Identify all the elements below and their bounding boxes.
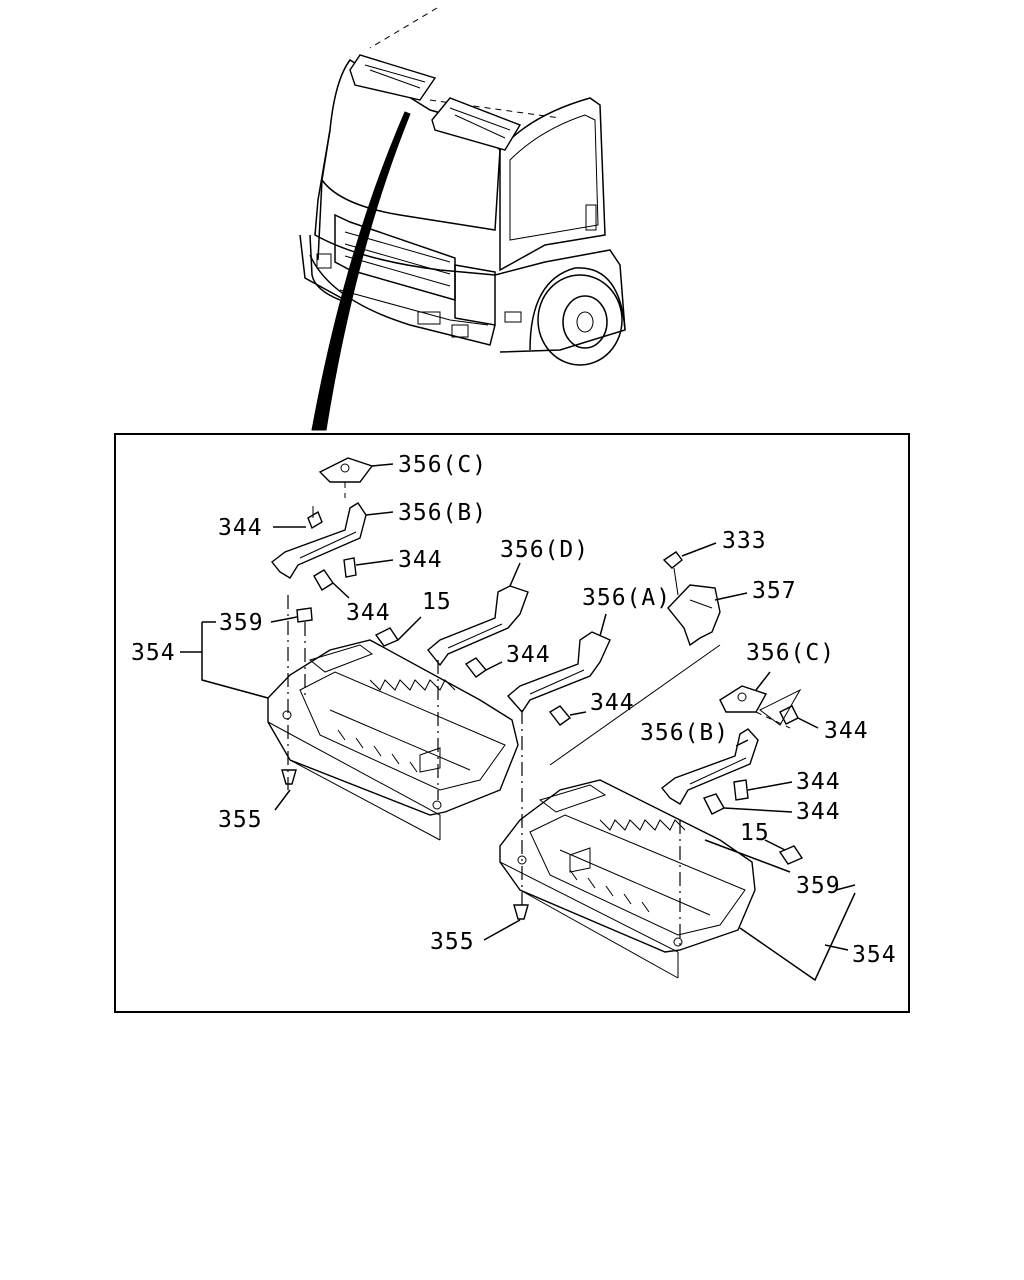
cover-357-shape (667, 584, 721, 647)
bolt-344-a-shape (307, 510, 323, 530)
label-344-c: 344 (346, 600, 391, 626)
label-344-a: 344 (218, 515, 263, 541)
fastener-15-right-shape (778, 845, 804, 865)
label-344-g: 344 (796, 769, 841, 795)
bolt-344-c-shape (313, 569, 334, 591)
label-15-right: 15 (740, 820, 770, 846)
bracket-356c-top-shape (318, 457, 374, 483)
label-344-b: 344 (398, 547, 443, 573)
fastener-15-left-shape (374, 627, 400, 647)
label-356b-right: 356(B) (640, 720, 729, 746)
callout-labels: 356(C) 356(B) 344 344 344 359 354 15 356… (131, 452, 897, 968)
label-359-left: 359 (219, 610, 264, 636)
label-354-right: 354 (852, 942, 897, 968)
label-356a: 356(A) (582, 585, 671, 611)
label-344-f: 344 (824, 718, 869, 744)
label-356c-top: 356(C) (398, 452, 487, 478)
label-355-right: 355 (430, 929, 475, 955)
label-344-d: 344 (506, 642, 551, 668)
bolt-344-d-shape (464, 657, 488, 678)
label-356c-right: 356(C) (746, 640, 835, 666)
truck-cab-illustration (299, 7, 626, 431)
label-359-right: 359 (796, 873, 841, 899)
label-333: 333 (722, 528, 767, 554)
detail-frame (114, 433, 910, 1013)
right-assembly (499, 551, 804, 979)
label-357: 357 (752, 578, 797, 604)
bolt-344-e-shape (548, 705, 572, 726)
leader-lines (180, 463, 856, 982)
screw-355-left-shape (281, 769, 297, 785)
bracket-356c-right-shape (719, 685, 768, 713)
screw-355-right-shape (513, 904, 529, 920)
label-354-left: 354 (131, 640, 176, 666)
label-356b-left: 356(B) (398, 500, 487, 526)
label-355-left: 355 (218, 807, 263, 833)
bolt-344-b-shape (343, 557, 357, 578)
label-356d: 356(D) (500, 537, 589, 563)
label-344-e: 344 (590, 690, 635, 716)
label-344-h: 344 (796, 799, 841, 825)
label-15-left: 15 (422, 589, 452, 615)
clip-359-left-shape (296, 607, 313, 623)
bolt-344-h-shape (703, 793, 725, 815)
bolt-344-g-shape (733, 779, 749, 801)
bracket-356b-right-shape (661, 728, 759, 805)
bolt-333-shape (662, 551, 683, 569)
